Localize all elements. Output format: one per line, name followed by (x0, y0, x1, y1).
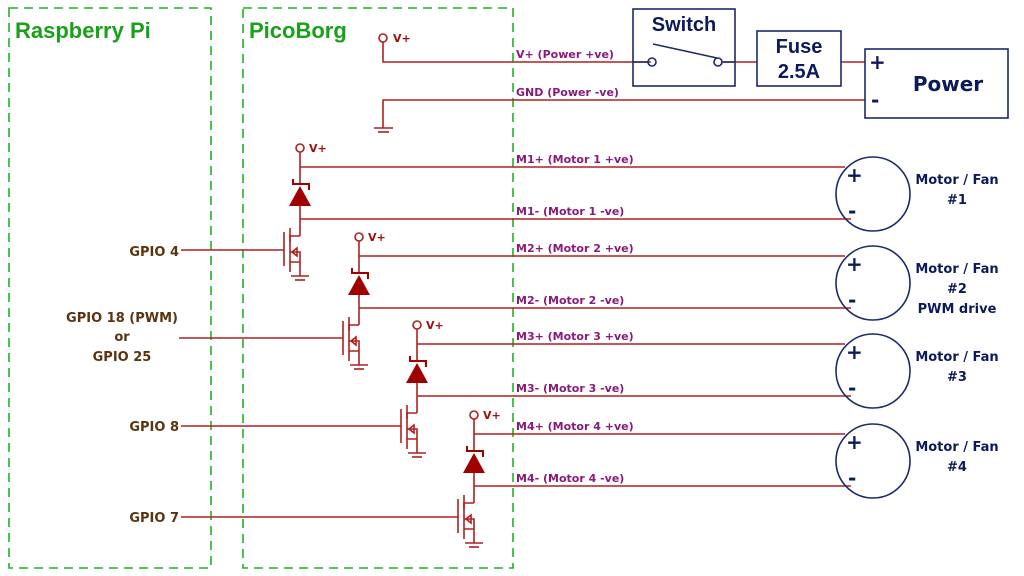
mosfet-icon (406, 412, 418, 453)
gpio18-or-label: or (114, 330, 130, 345)
switch-label: Switch (652, 14, 716, 36)
gpio25-label: GPIO 25 (93, 350, 152, 365)
terminal-circle-icon (412, 320, 422, 330)
terminal-circle-icon (354, 232, 364, 242)
raspberry-pi-boundary (8, 7, 212, 569)
gpio8-label: GPIO 8 (129, 420, 179, 435)
motor-minus-sign: - (848, 376, 856, 400)
motor-number-label: #1 (947, 193, 967, 208)
motor-plus-sign: + (846, 163, 863, 187)
flyback-diode-icon (348, 275, 370, 295)
power-label: Power (913, 72, 983, 96)
motor-name-label: Motor / Fan (915, 262, 998, 277)
motor-number-label: #3 (947, 370, 967, 385)
flyback-diode-icon (463, 453, 485, 473)
power-minus-sign: - (871, 88, 879, 112)
diode-bar-icon (466, 446, 484, 457)
picoborg-title: PicoBorg (249, 18, 347, 43)
mosfet-arrow-icon (464, 513, 472, 525)
net-label-motor-negative: M3- (Motor 3 -ve) (516, 382, 624, 395)
mosfet-icon (348, 324, 360, 365)
gpio7-label: GPIO 7 (129, 511, 179, 526)
fuse-label: Fuse (776, 36, 823, 58)
motor-minus-sign: - (848, 288, 856, 312)
motor-symbol-icon (835, 423, 911, 499)
power-positive-wire (382, 42, 651, 63)
mosfet-arrow-icon (407, 423, 415, 435)
vplus-label: V+ (483, 409, 501, 422)
gpio4-label: GPIO 4 (129, 245, 179, 260)
flyback-diode-icon (406, 363, 428, 383)
motor-symbol-icon (835, 333, 911, 409)
ground-symbol-icon (350, 364, 368, 370)
switch-block: Switch (632, 8, 736, 87)
flyback-diode-icon (289, 186, 311, 206)
power-negative-wire (382, 99, 865, 128)
ground-symbol-icon (374, 127, 393, 133)
terminal-circle-icon (469, 410, 479, 420)
power-block: + - Power (864, 48, 1009, 119)
motor-plus-sign: + (846, 430, 863, 454)
fuse-block: Fuse 2.5A (756, 30, 842, 87)
motor-symbol-icon (835, 245, 911, 321)
motor-name-label: Motor / Fan (915, 440, 998, 455)
mosfet-icon (463, 502, 475, 543)
motor-channel-1: V+ M1+ (Motor 1 +ve) M1- (Motor 1 -ve) + - Mo… (181, 142, 999, 281)
motor-name-label: Motor / Fan (915, 350, 998, 365)
motor-plus-sign: + (846, 340, 863, 364)
picoborg-boundary (242, 7, 514, 569)
terminal-circle-icon (378, 33, 388, 43)
net-label-motor-negative: M4- (Motor 4 -ve) (516, 472, 624, 485)
diode-bar-icon (292, 179, 310, 190)
diode-bar-icon (351, 268, 369, 279)
motor-symbol-icon (835, 156, 911, 232)
power-plus-sign: + (869, 50, 886, 74)
motor-note-label: PWM drive (918, 302, 997, 317)
motor-number-label: #2 (947, 282, 967, 297)
motor-name-label: Motor / Fan (915, 173, 998, 188)
motor-minus-sign: - (848, 466, 856, 490)
motor-number-label: #4 (947, 460, 967, 475)
motor-channel-3: V+ M3+ (Motor 3 +ve) M3- (Motor 3 -ve) + - Mo… (181, 319, 999, 458)
net-label-power-negative: GND (Power -ve) (516, 86, 619, 99)
terminal-circle-icon (295, 143, 305, 153)
raspberry-pi-title: Raspberry Pi (15, 18, 151, 43)
net-label-motor-positive: M2+ (Motor 2 +ve) (516, 242, 634, 255)
ground-symbol-icon (291, 275, 309, 281)
gpio18-label: GPIO 18 (PWM) (66, 311, 178, 326)
motor-channel-4: V+ M4+ (Motor 4 +ve) M4- (Motor 4 -ve) + - Mo… (181, 409, 999, 548)
switch-terminal-icon (713, 57, 723, 67)
diode-bar-icon (409, 356, 427, 367)
motor-channels: V+ M1+ (Motor 1 +ve) M1- (Motor 1 -ve) + - Mo… (179, 142, 999, 548)
mosfet-arrow-icon (349, 335, 357, 347)
vplus-label: V+ (426, 319, 444, 332)
net-label-motor-positive: M1+ (Motor 1 +ve) (516, 153, 634, 166)
ground-symbol-icon (465, 542, 483, 548)
net-label-motor-positive: M4+ (Motor 4 +ve) (516, 420, 634, 433)
motor-minus-sign: - (848, 199, 856, 223)
motor-channel-2: V+ M2+ (Motor 2 +ve) M2- (Motor 2 -ve) + - Mo… (179, 231, 999, 370)
mosfet-icon (289, 235, 301, 276)
net-label-power-positive: V+ (Power +ve) (516, 48, 614, 61)
net-label-motor-negative: M1- (Motor 1 -ve) (516, 205, 624, 218)
net-label-motor-negative: M2- (Motor 2 -ve) (516, 294, 624, 307)
net-label-motor-positive: M3+ (Motor 3 +ve) (516, 330, 634, 343)
motor-plus-sign: + (846, 252, 863, 276)
fuse-rating: 2.5A (778, 61, 820, 83)
switch-terminal-icon (647, 57, 657, 67)
ground-symbol-icon (408, 452, 426, 458)
mosfet-arrow-icon (290, 246, 298, 258)
vplus-label: V+ (393, 32, 411, 45)
vplus-label: V+ (309, 142, 327, 155)
vplus-label: V+ (368, 231, 386, 244)
